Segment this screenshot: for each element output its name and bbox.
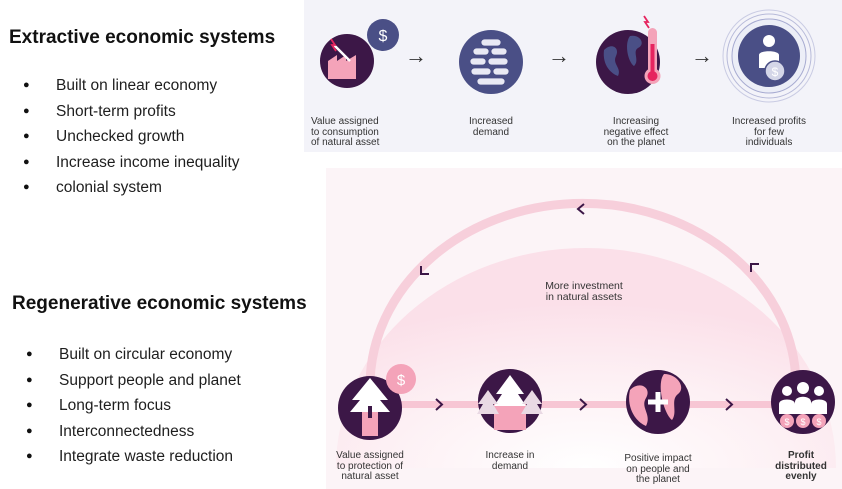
currency-symbol: $: [397, 372, 406, 389]
currency-symbol: $: [816, 417, 821, 427]
list-item: Integrate waste reduction: [13, 444, 241, 470]
loop-label: in natural assets: [546, 291, 622, 303]
loop-label: More investment: [545, 280, 623, 292]
regenerative-bullet-list: Built on circular economy Support people…: [13, 342, 241, 470]
currency-symbol: $: [800, 417, 805, 427]
list-item: Support people and planet: [13, 368, 241, 394]
extractive-step-label: Value assigned to consumption of natural…: [311, 116, 380, 148]
extractive-bullet-list: Built on linear economy Short-term profi…: [10, 73, 240, 201]
flow-chevron: [579, 398, 588, 411]
list-item: Increase income inequality: [10, 150, 240, 176]
regenerative-step-label: Positive impact on people and the planet: [624, 453, 692, 485]
list-item: Built on circular economy: [13, 342, 241, 368]
flow-chevron: [725, 398, 734, 411]
regenerative-flow-panel: More investment in natural assets $: [326, 168, 842, 489]
loop-chevron: [420, 266, 429, 275]
list-item: Interconnectedness: [13, 419, 241, 445]
regenerative-heading: Regenerative economic systems: [12, 293, 307, 314]
people-distributed-icon: $ $ $: [771, 370, 835, 434]
currency-symbol: $: [784, 417, 789, 427]
loop-chevron: [750, 263, 759, 272]
extractive-step-label: Increasing negative effect on the planet: [603, 116, 669, 148]
extractive-flow-panel: $ $ → → →: [304, 0, 842, 152]
tree-protection-icon: $: [338, 364, 416, 440]
regenerative-step-label: Value assigned to protection of natural …: [336, 450, 404, 482]
flow-arrow: →: [548, 43, 570, 68]
list-item: Unchecked growth: [10, 124, 240, 150]
loop-arc: [365, 198, 801, 391]
regenerative-step-label: Increase in demand: [485, 450, 535, 472]
forest-demand-icon: [477, 369, 543, 433]
increased-demand-icon: [459, 30, 523, 94]
currency-symbol: $: [772, 65, 779, 79]
list-item: colonial system: [10, 175, 240, 201]
flow-arrow: →: [405, 43, 427, 68]
regenerative-step-label: Profit distributed evenly: [775, 450, 827, 482]
list-item: Long-term focus: [13, 393, 241, 419]
extractive-step-label: Increased demand: [469, 116, 513, 138]
loop-chevron: [576, 203, 585, 215]
extractive-step-label: Increased profits for few individuals: [732, 116, 806, 148]
factory-icon: $: [320, 19, 399, 88]
flow-chevron: [435, 398, 444, 411]
flow-arrow: →: [691, 43, 713, 68]
currency-symbol: $: [379, 28, 388, 45]
list-item: Built on linear economy: [10, 73, 240, 99]
list-item: Short-term profits: [10, 99, 240, 125]
extractive-heading: Extractive economic systems: [9, 27, 276, 48]
planet-thermometer-icon: [596, 15, 661, 94]
globe-plus-icon: [626, 370, 690, 434]
profit-individual-icon: $: [722, 9, 816, 103]
